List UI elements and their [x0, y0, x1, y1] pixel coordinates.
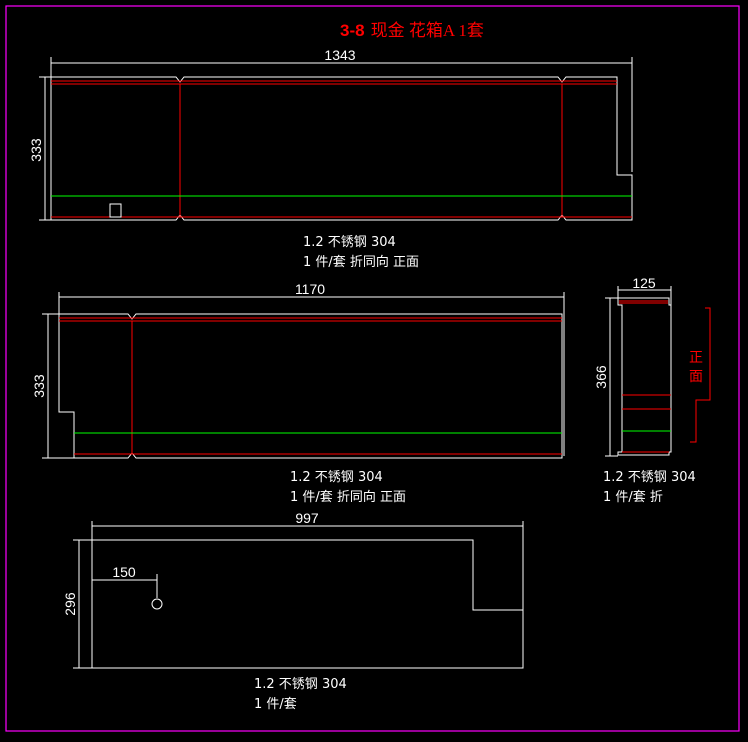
front-label-1: 正: [689, 350, 703, 366]
quantity-note: 1 件/套: [254, 696, 297, 712]
front-label-2: 面: [689, 369, 703, 385]
part-3-panel: 正 面 125 366 1.2 不锈钢 304 1 件/套 折: [593, 275, 711, 505]
quantity-note: 1 件/套 折: [603, 489, 663, 505]
width-dimension: 1343: [324, 47, 355, 63]
cutout-rect: [109, 203, 122, 218]
height-dimension: 366: [593, 365, 609, 389]
front-side-bracket: [690, 307, 711, 443]
width-dimension: 125: [632, 275, 656, 291]
height-dimension: 296: [62, 592, 78, 616]
hole-offset-dimension: 150: [112, 564, 136, 580]
part-1-panel: 1343 333 1.2 不锈钢 304 1 件/套 折同向 正面: [28, 47, 633, 270]
material-label: 1.2 不锈钢 304: [303, 235, 396, 250]
hole-icon: [151, 598, 163, 610]
quantity-note: 1 件/套 折同向 正面: [303, 254, 419, 270]
part-2-panel: 1170 333 1.2 不锈钢 304 1 件/套 折同向 正面: [31, 281, 565, 505]
height-dimension: 333: [28, 138, 44, 162]
material-label: 1.2 不锈钢 304: [290, 470, 383, 485]
material-label: 1.2 不锈钢 304: [254, 677, 347, 692]
quantity-note: 1 件/套 折同向 正面: [290, 489, 406, 505]
drawing-frame: [5, 5, 740, 732]
width-dimension: 997: [295, 510, 319, 526]
width-dimension: 1170: [295, 281, 325, 297]
material-label: 1.2 不锈钢 304: [603, 470, 696, 485]
part-4-panel: 997 296 150 1.2 不锈钢 304 1 件/套: [62, 510, 524, 712]
height-dimension: 333: [31, 374, 47, 398]
